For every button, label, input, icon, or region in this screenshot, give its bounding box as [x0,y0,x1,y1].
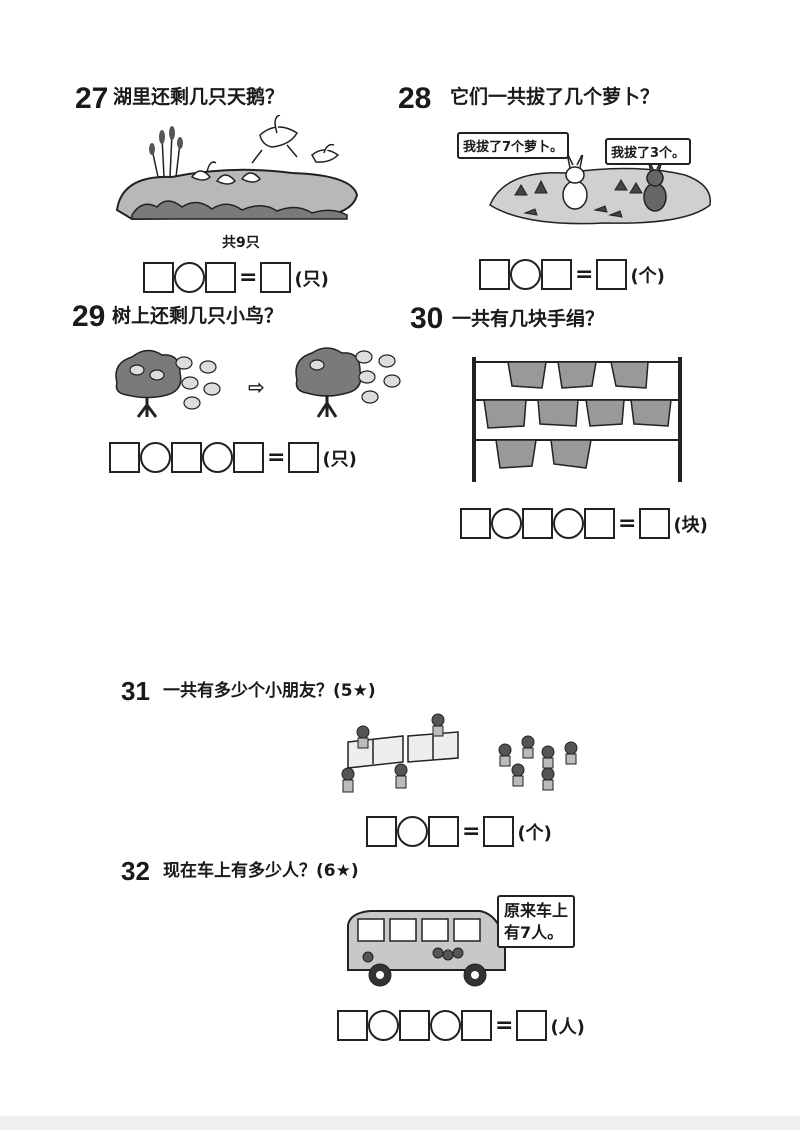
bus-bubble-line2: 有7人。 [504,922,564,942]
question-text-29: 树上还剩几只小鸟？ [112,305,284,327]
operator-circle[interactable] [202,442,233,473]
bus-illustration [347,910,506,987]
operator-circle[interactable] [553,508,584,539]
answer-box[interactable] [143,262,174,293]
trees-and-birds-illustration [115,347,401,418]
question-text-28: 它们一共拔了几个萝卜？ [450,86,660,108]
handkerchief-rack-illustration [472,357,682,482]
question-number-29: 29 [72,300,106,333]
unit-label: (块) [673,514,708,536]
question-text-32: 现在车上有多少人？(6★) [163,861,359,881]
answer-box[interactable] [428,816,459,847]
speech-bubble-rabbit1: 我拔了7个萝卜。 [457,132,570,159]
unit-label: (只) [322,448,357,470]
unit-label: (个) [517,822,552,844]
page-bottom-strip [0,1116,800,1130]
result-box[interactable] [639,508,671,539]
answer-box[interactable] [479,259,510,290]
bus-bubble-line1: 原来车上 [504,901,569,920]
swan-lake-illustration [115,115,359,221]
carrot-field-illustration [489,155,712,225]
answer-box[interactable] [109,442,140,473]
answer-box[interactable] [399,1010,430,1041]
question-text-30: 一共有几块手绢？ [452,308,605,330]
answer-box[interactable] [461,1010,492,1041]
answer-formula-29: = (只) [109,442,357,473]
bus-speech-bubble: 原来车上 有7人。 [497,895,576,949]
unit-label: (只) [294,268,329,290]
operator-circle[interactable] [174,262,205,293]
answer-box[interactable] [584,508,615,539]
operator-circle[interactable] [140,442,171,473]
equals-sign: = [575,261,594,287]
operator-circle[interactable] [510,259,541,290]
answer-box[interactable] [366,816,397,847]
arrow-icon: ⇨ [248,375,265,399]
answer-formula-30: = (块) [460,508,708,539]
answer-formula-28: = (个) [479,259,665,290]
answer-box[interactable] [522,508,553,539]
answer-box[interactable] [233,442,264,473]
unit-label: (人) [550,1016,585,1038]
answer-formula-27: = (只) [143,262,329,293]
equals-sign: = [462,818,481,844]
operator-circle[interactable] [397,816,428,847]
result-box[interactable] [596,259,628,290]
operator-circle[interactable] [491,508,522,539]
answer-formula-31: = (个) [366,816,552,847]
result-box[interactable] [516,1010,548,1041]
question-number-31: 31 [121,676,150,706]
answer-box[interactable] [171,442,202,473]
operator-circle[interactable] [430,1010,461,1041]
question-text-31: 一共有多少个小朋友？(5★) [163,681,376,701]
equals-sign: = [239,264,258,290]
question-number-30: 30 [410,302,444,335]
answer-box[interactable] [460,508,491,539]
result-box[interactable] [288,442,320,473]
answer-box[interactable] [337,1010,368,1041]
unit-label: (个) [630,265,665,287]
swan-total-caption: 共9只 [222,235,260,251]
operator-circle[interactable] [368,1010,399,1041]
equals-sign: = [267,444,286,470]
answer-box[interactable] [205,262,236,293]
result-box[interactable] [483,816,515,847]
answer-box[interactable] [541,259,572,290]
equals-sign: = [618,510,637,536]
question-number-27: 27 [75,82,109,115]
answer-formula-32: = (人) [337,1010,585,1041]
question-text-27: 湖里还剩几只天鹅？ [113,86,285,108]
result-box[interactable] [260,262,292,293]
question-number-28: 28 [398,82,432,115]
speech-bubble-rabbit2: 我拔了3个。 [605,138,692,165]
question-number-32: 32 [121,856,150,886]
children-ping-pong-illustration [341,713,578,793]
equals-sign: = [495,1012,514,1038]
